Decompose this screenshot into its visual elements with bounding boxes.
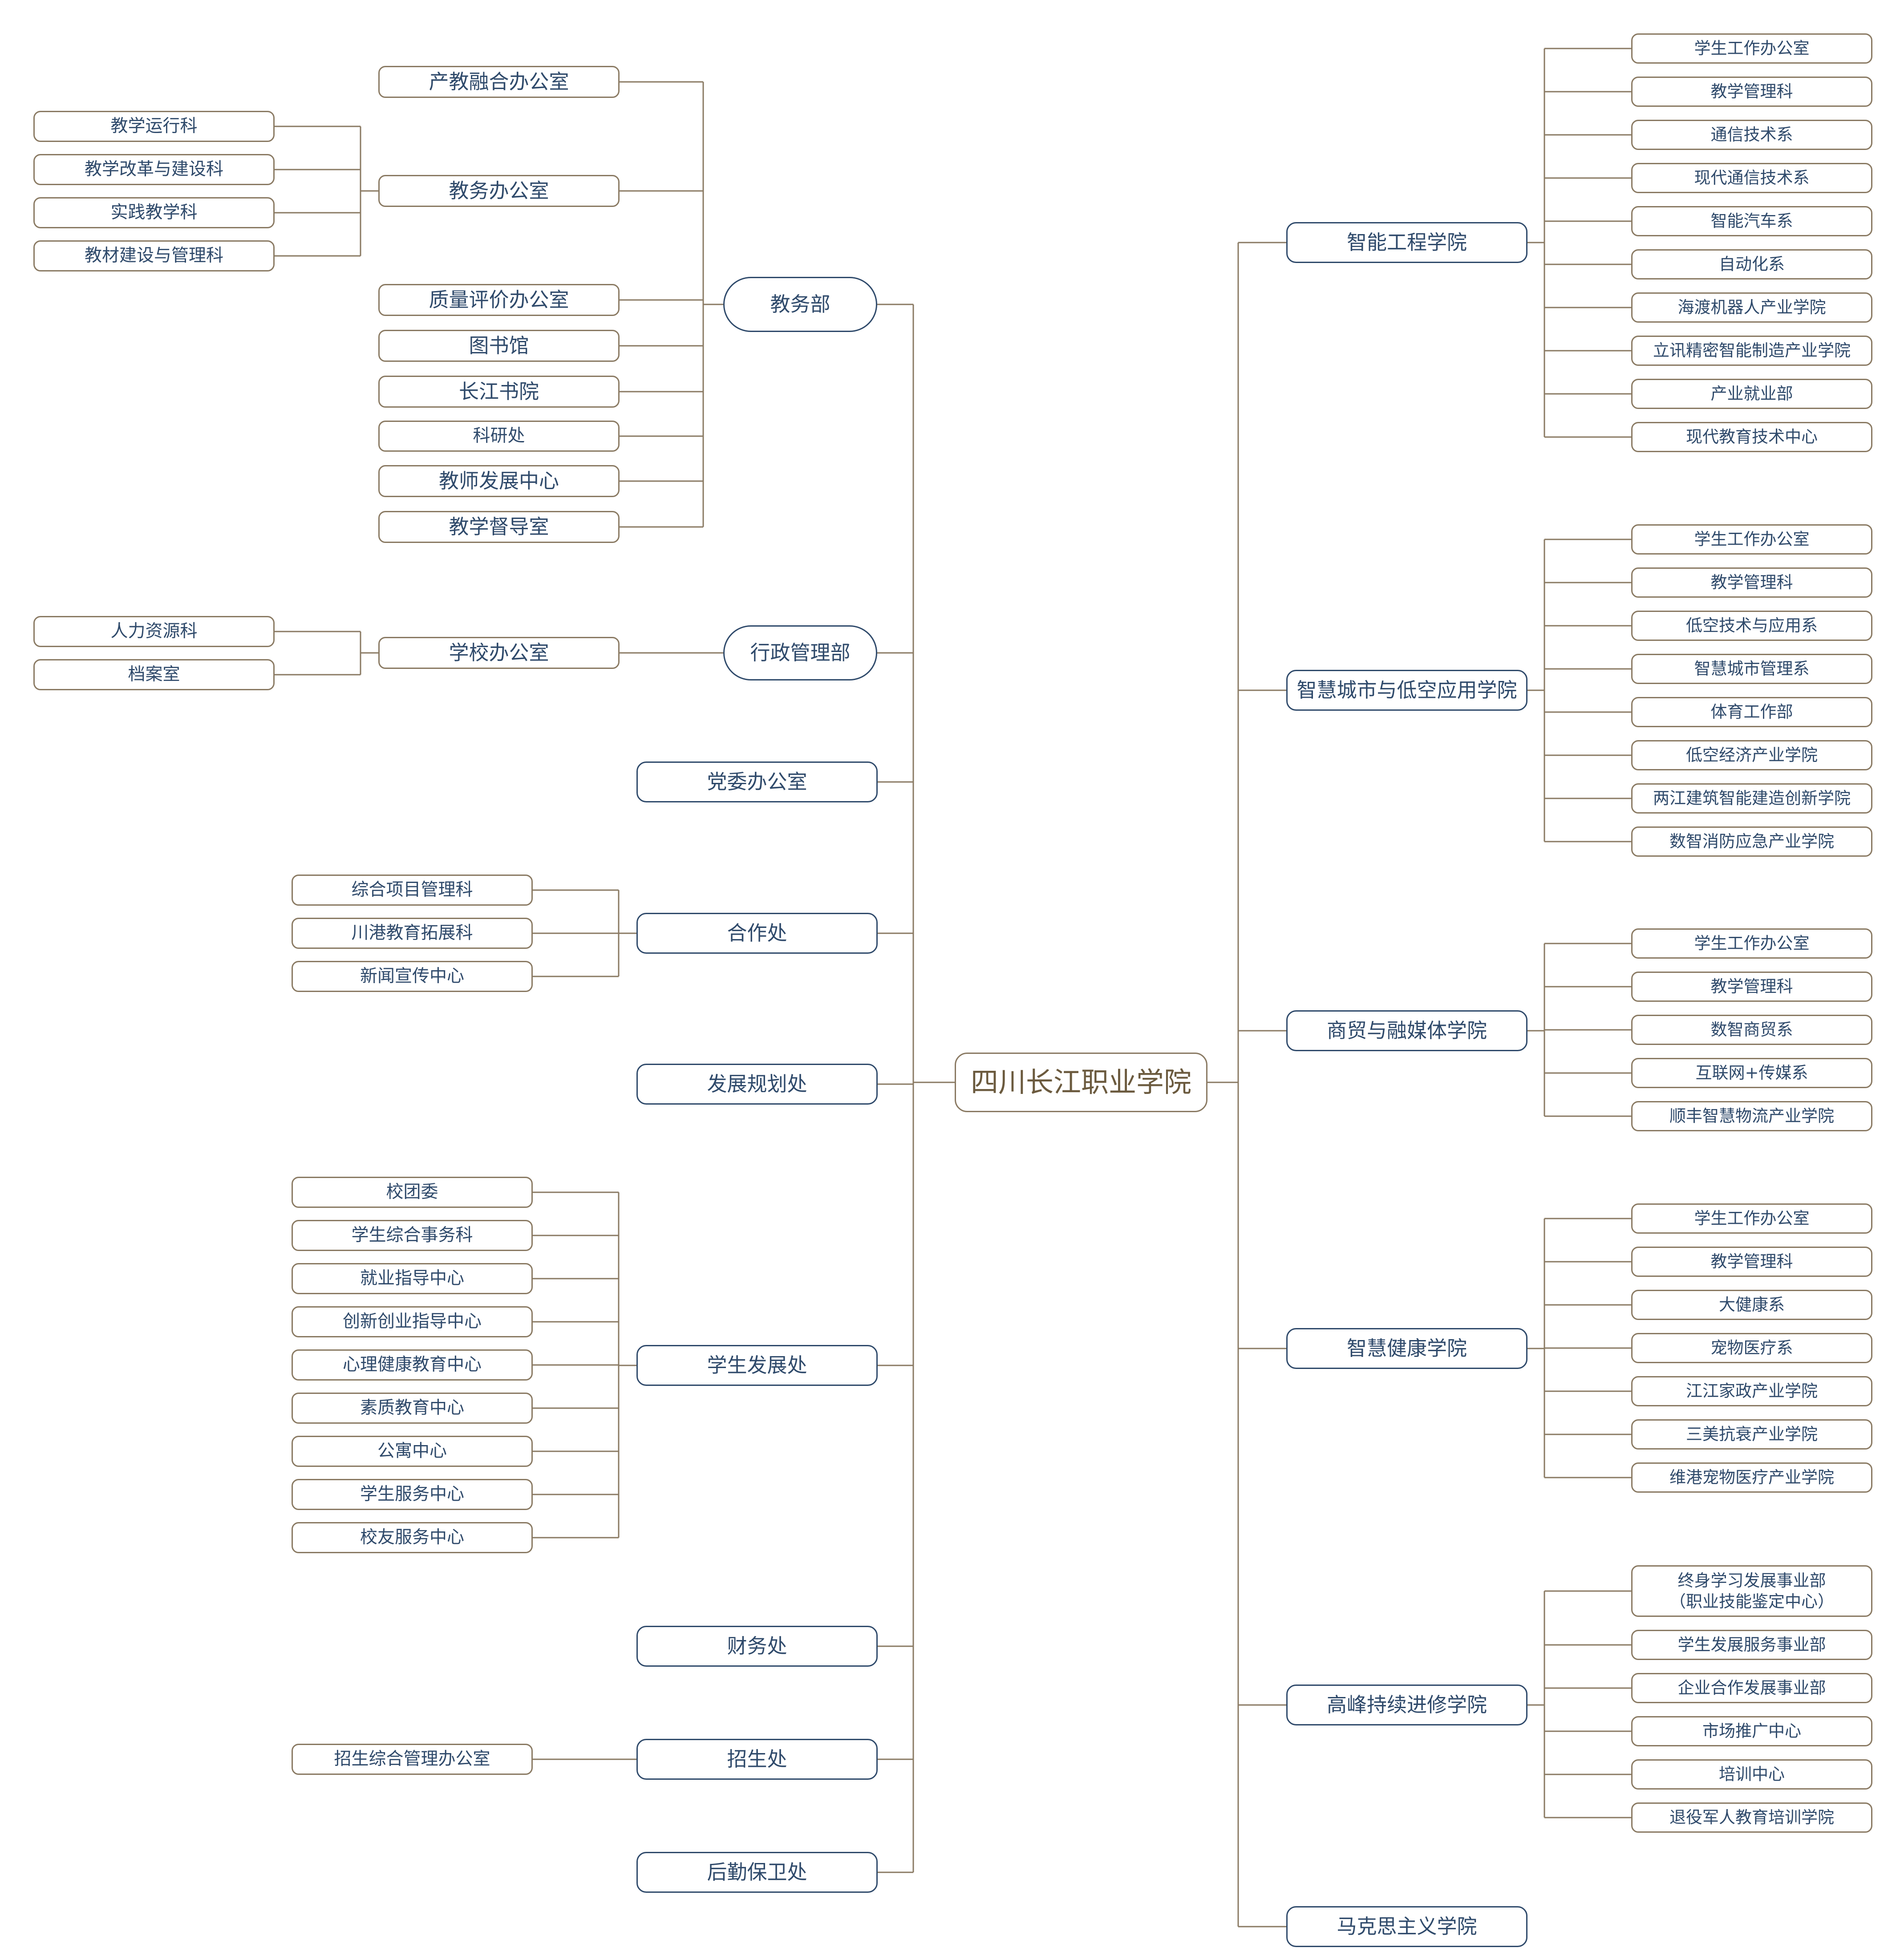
node-zhiliang: 质量评价办公室 bbox=[378, 284, 620, 316]
leaf-c1-8: 立讯精密智能制造产业学院 bbox=[1631, 336, 1872, 366]
leaf-zhaosheng-1: 招生综合管理办公室 bbox=[292, 1744, 533, 1775]
leaf-c3-4: 互联网+传媒系 bbox=[1631, 1058, 1872, 1088]
node-houqin: 后勤保卫处 bbox=[636, 1852, 878, 1893]
node-xuexiao-office: 学校办公室 bbox=[378, 637, 620, 669]
node-zhaosheng: 招生处 bbox=[636, 1739, 878, 1780]
leaf-xuesheng-4: 创新创业指导中心 bbox=[292, 1306, 533, 1337]
leaf-c3-3: 数智商贸系 bbox=[1631, 1015, 1872, 1045]
leaf-xuesheng-9: 校友服务中心 bbox=[292, 1522, 533, 1553]
leaf-xuesheng-8: 学生服务中心 bbox=[292, 1479, 533, 1510]
leaf-c2-7: 两江建筑智能建造创新学院 bbox=[1631, 783, 1872, 814]
leaf-c1-7: 海渡机器人产业学院 bbox=[1631, 292, 1872, 323]
leaf-c4-2: 教学管理科 bbox=[1631, 1247, 1872, 1277]
leaf-c4-7: 维港宠物医疗产业学院 bbox=[1631, 1462, 1872, 1493]
leaf-c4-6: 三美抗衰产业学院 bbox=[1631, 1419, 1872, 1450]
leaf-c4-5: 江江家政产业学院 bbox=[1631, 1376, 1872, 1406]
leaf-xuexiao-2: 档案室 bbox=[33, 659, 275, 690]
leaf-c5-4: 市场推广中心 bbox=[1631, 1716, 1872, 1746]
node-chanjiao-office: 产教融合办公室 bbox=[378, 66, 620, 98]
leaf-jiaowu-1: 教学运行科 bbox=[33, 111, 275, 142]
leaf-xuesheng-5: 心理健康教育中心 bbox=[292, 1349, 533, 1381]
leaf-c4-3: 大健康系 bbox=[1631, 1290, 1872, 1320]
leaf-jiaowu-3: 实践教学科 bbox=[33, 197, 275, 228]
college-gaofeng: 高峰持续进修学院 bbox=[1286, 1685, 1527, 1725]
leaf-c1-2: 教学管理科 bbox=[1631, 77, 1872, 107]
node-caiwu: 财务处 bbox=[636, 1626, 878, 1667]
leaf-c2-8: 数智消防应急产业学院 bbox=[1631, 826, 1872, 857]
college-makesi: 马克思主义学院 bbox=[1286, 1906, 1527, 1947]
leaf-c4-4: 宠物医疗系 bbox=[1631, 1333, 1872, 1363]
leaf-c2-6: 低空经济产业学院 bbox=[1631, 740, 1872, 770]
root-node: 四川长江职业学院 bbox=[955, 1053, 1207, 1112]
leaf-c3-2: 教学管理科 bbox=[1631, 972, 1872, 1002]
leaf-c5-6: 退役军人教育培训学院 bbox=[1631, 1802, 1872, 1833]
leaf-c5-2: 学生发展服务事业部 bbox=[1631, 1630, 1872, 1660]
node-xuesheng: 学生发展处 bbox=[636, 1345, 878, 1386]
leaf-c5-1-line1: 终身学习发展事业部 bbox=[1677, 1571, 1826, 1590]
leaf-c4-1: 学生工作办公室 bbox=[1631, 1203, 1872, 1234]
leaf-xuesheng-7: 公寓中心 bbox=[292, 1436, 533, 1467]
node-dangwei: 党委办公室 bbox=[636, 761, 878, 802]
node-hezuo: 合作处 bbox=[636, 913, 878, 954]
leaf-jiaowu-2: 教学改革与建设科 bbox=[33, 154, 275, 185]
leaf-c1-9: 产业就业部 bbox=[1631, 379, 1872, 409]
college-zhihui-chengshi: 智慧城市与低空应用学院 bbox=[1286, 670, 1527, 711]
leaf-jiaowu-4: 教材建设与管理科 bbox=[33, 240, 275, 271]
leaf-c2-2: 教学管理科 bbox=[1631, 567, 1872, 598]
node-dudao: 教学督导室 bbox=[378, 511, 620, 543]
leaf-hezuo-2: 川港教育拓展科 bbox=[292, 918, 533, 949]
leaf-c3-1: 学生工作办公室 bbox=[1631, 928, 1872, 959]
node-keyanchu: 科研处 bbox=[378, 421, 620, 452]
leaf-c2-3: 低空技术与应用系 bbox=[1631, 611, 1872, 641]
leaf-c1-5: 智能汽车系 bbox=[1631, 206, 1872, 236]
node-tushuguan: 图书馆 bbox=[378, 330, 620, 362]
leaf-c5-5: 培训中心 bbox=[1631, 1759, 1872, 1790]
leaf-hezuo-3: 新闻宣传中心 bbox=[292, 961, 533, 992]
node-jiaowubu: 教务部 bbox=[723, 277, 877, 332]
node-xingzheng: 行政管理部 bbox=[723, 625, 877, 680]
college-zhihui-jiankang: 智慧健康学院 bbox=[1286, 1328, 1527, 1369]
college-zhineng-gongcheng: 智能工程学院 bbox=[1286, 222, 1527, 263]
leaf-c1-10: 现代教育技术中心 bbox=[1631, 422, 1872, 452]
node-jiaoshi-center: 教师发展中心 bbox=[378, 465, 620, 497]
leaf-c3-5: 顺丰智慧物流产业学院 bbox=[1631, 1101, 1872, 1131]
leaf-c1-1: 学生工作办公室 bbox=[1631, 33, 1872, 64]
leaf-xuexiao-1: 人力资源科 bbox=[33, 616, 275, 647]
leaf-xuesheng-2: 学生综合事务科 bbox=[292, 1220, 533, 1251]
leaf-c2-4: 智慧城市管理系 bbox=[1631, 654, 1872, 684]
leaf-c1-4: 现代通信技术系 bbox=[1631, 163, 1872, 193]
leaf-xuesheng-3: 就业指导中心 bbox=[292, 1263, 533, 1294]
leaf-hezuo-1: 综合项目管理科 bbox=[292, 875, 533, 906]
leaf-c2-5: 体育工作部 bbox=[1631, 697, 1872, 727]
leaf-c1-3: 通信技术系 bbox=[1631, 120, 1872, 150]
node-changjiang-shuyuan: 长江书院 bbox=[378, 376, 620, 408]
node-fazhan: 发展规划处 bbox=[636, 1064, 878, 1105]
leaf-xuesheng-1: 校团委 bbox=[292, 1177, 533, 1208]
leaf-c2-1: 学生工作办公室 bbox=[1631, 524, 1872, 555]
leaf-c5-1-line2: （职业技能鉴定中心） bbox=[1669, 1592, 1834, 1611]
leaf-xuesheng-6: 素质教育中心 bbox=[292, 1393, 533, 1424]
college-shangmao: 商贸与融媒体学院 bbox=[1286, 1010, 1527, 1051]
node-jiaowu-office: 教务办公室 bbox=[378, 175, 620, 207]
leaf-c5-3: 企业合作发展事业部 bbox=[1631, 1673, 1872, 1703]
leaf-c5-1: 终身学习发展事业部 （职业技能鉴定中心） bbox=[1631, 1565, 1872, 1617]
leaf-c1-6: 自动化系 bbox=[1631, 249, 1872, 279]
